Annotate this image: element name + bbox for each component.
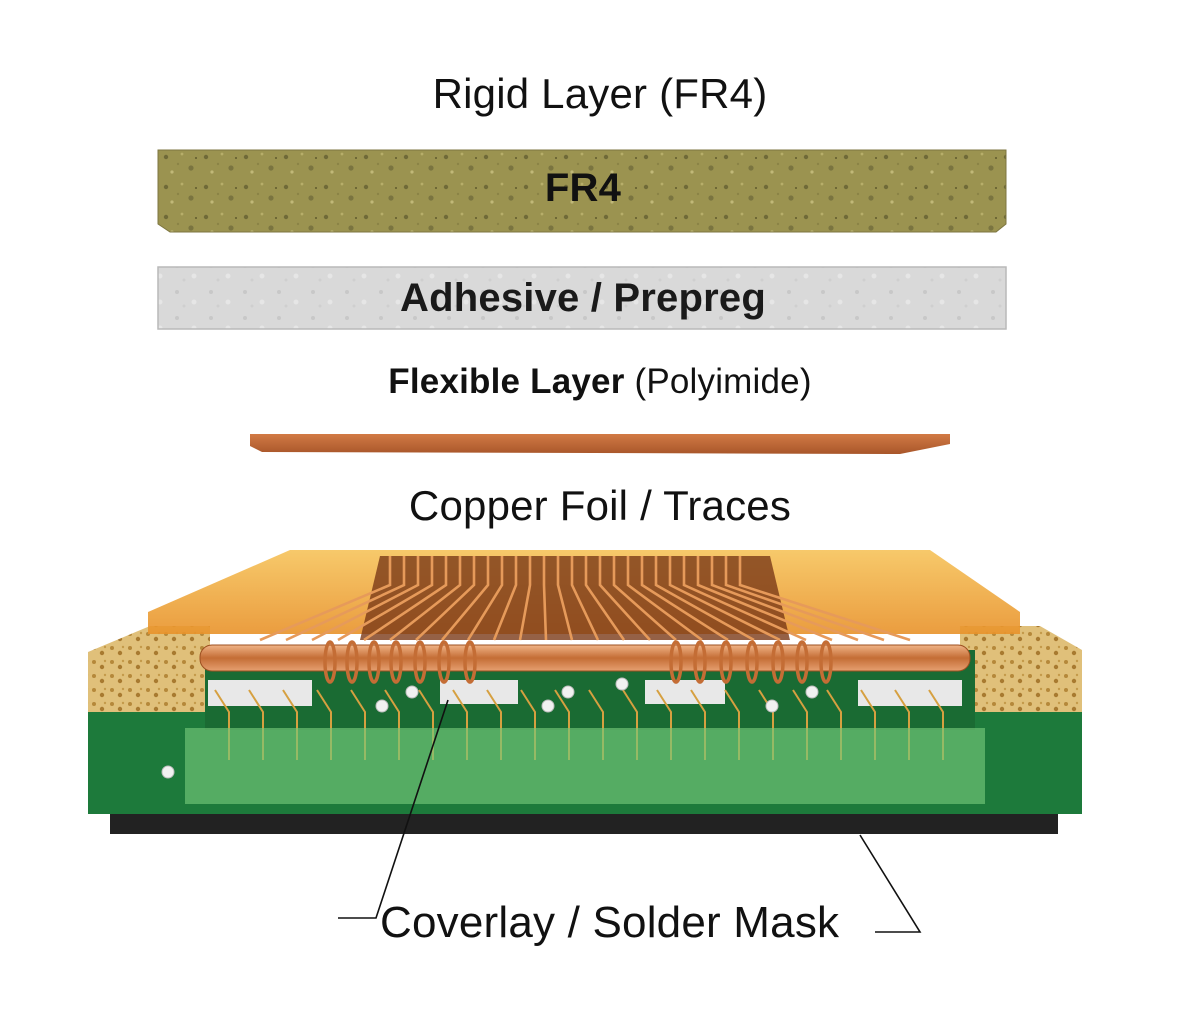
rigid-layer-title: Rigid Layer (FR4): [432, 70, 768, 117]
copper-trace: [556, 556, 574, 641]
coil-ring: [745, 640, 759, 684]
copper-trace: [466, 556, 504, 641]
via: [541, 699, 555, 713]
fr4-label: FR4: [544, 166, 622, 210]
via: [561, 685, 575, 699]
copper-traces: [259, 556, 911, 642]
copper-trace: [696, 556, 833, 642]
copper-trace: [363, 556, 448, 642]
coil-ring: [771, 640, 785, 684]
rigid-section-right: [960, 626, 1082, 712]
copper-trace: [415, 556, 476, 641]
copper-trace: [518, 556, 532, 641]
copper-trace: [285, 556, 406, 642]
copper-trace: [640, 556, 729, 642]
fr4-layer: [157, 149, 1007, 233]
copper-trace: [259, 556, 392, 642]
coil-ring: [323, 640, 337, 684]
pad: [645, 680, 725, 704]
via: [161, 765, 175, 779]
vias: [161, 677, 819, 779]
copper-trace: [738, 556, 911, 642]
copper-trace: [682, 556, 807, 642]
flexible-layer-name: Flexible Layer: [388, 362, 625, 401]
copper-trace: [441, 556, 490, 641]
flexible-layer-title: Flexible Layer (Polyimide): [0, 362, 1200, 402]
copper-bus-bar: [199, 644, 971, 672]
copper-trace: [668, 556, 781, 642]
callout-line-right: [859, 834, 922, 933]
via: [615, 677, 629, 691]
coil-ring: [389, 640, 403, 684]
copper-trace: [492, 556, 518, 641]
copper-trace: [710, 556, 859, 642]
copper-trace: [337, 556, 434, 642]
copper-trace: [654, 556, 755, 642]
coil-ring: [669, 640, 683, 684]
coil-ring: [367, 640, 381, 684]
coil-ring: [795, 640, 809, 684]
solder-mask-overlay: [185, 728, 985, 804]
copper-trace: [570, 556, 600, 641]
copper-foil-title: Copper Foil / Traces: [408, 482, 792, 529]
coil-ring: [693, 640, 707, 684]
pad: [208, 680, 312, 706]
pad: [858, 680, 962, 706]
rigid-section-left: [88, 626, 210, 712]
via: [805, 685, 819, 699]
polyimide-layer: [250, 434, 950, 454]
coil-rings: [323, 640, 833, 684]
coil-ring: [719, 640, 733, 684]
copper-trace: [612, 556, 677, 641]
coil-ring: [437, 640, 451, 684]
via: [375, 699, 389, 713]
coil-ring: [413, 640, 427, 684]
copper-trace: [542, 556, 548, 641]
coil-ring: [819, 640, 833, 684]
copper-trace: [598, 556, 651, 641]
adhesive-layer: [157, 266, 1007, 330]
copper-trace: [626, 556, 703, 642]
copper-trace: [584, 556, 626, 641]
adhesive-label: Adhesive / Prepreg: [400, 276, 766, 320]
copper-trace: [724, 556, 885, 642]
flexible-layer-material: (Polyimide): [634, 362, 812, 401]
board-base-plate: [110, 812, 1058, 834]
coil-ring: [345, 640, 359, 684]
callout-line-left: [338, 699, 449, 919]
flex-core-region: [360, 556, 790, 640]
copper-trace: [311, 556, 420, 642]
via: [405, 685, 419, 699]
via: [765, 699, 779, 713]
copper-trace: [389, 556, 462, 642]
pad: [440, 680, 518, 704]
coverlay-title: Coverlay / Solder Mask: [380, 898, 840, 947]
coil-ring: [463, 640, 477, 684]
